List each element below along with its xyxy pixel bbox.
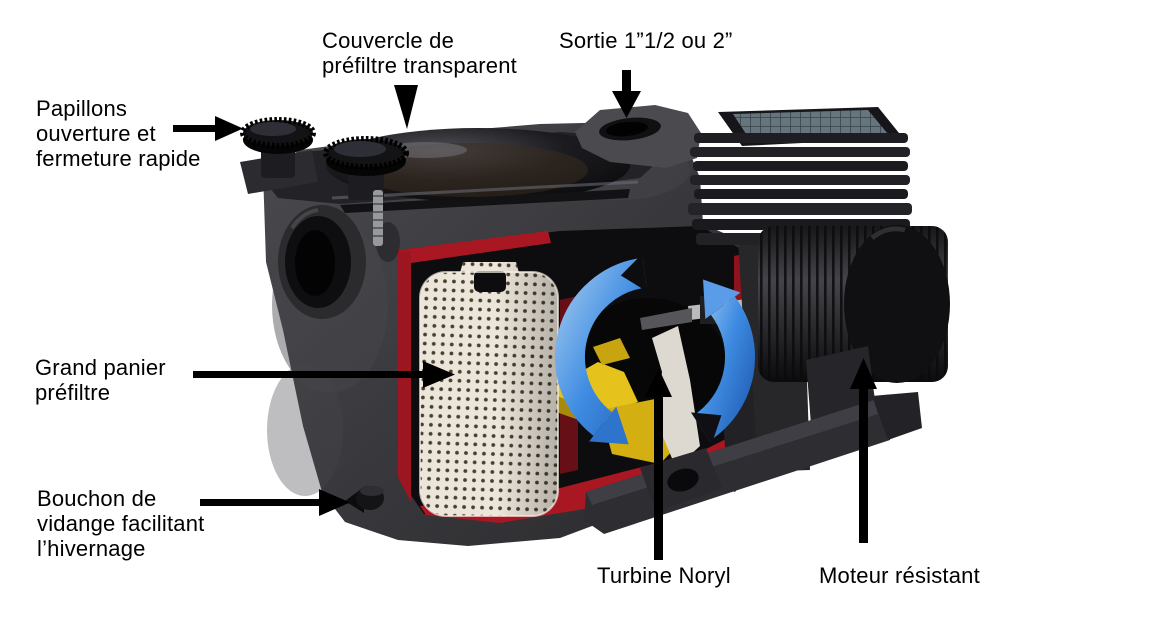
- label-moteur: Moteur résistant: [819, 563, 980, 588]
- down-arrow-icon: [394, 85, 418, 129]
- mounting-hole: [667, 468, 699, 492]
- label-papillons: Papillons ouverture et fermeture rapide: [36, 96, 201, 171]
- label-line: Sortie 1”1/2 ou 2”: [559, 28, 733, 53]
- label-bouchon-vidange: Bouchon de vidange facilitant l’hivernag…: [37, 486, 204, 561]
- right-arrow-icon: [200, 489, 350, 516]
- label-line: fermeture rapide: [36, 146, 201, 171]
- label-grand-panier: Grand panier préfiltre: [35, 355, 166, 405]
- up-arrow-icon: [645, 368, 672, 560]
- label-line: Couvercle de: [322, 28, 455, 53]
- label-couvercle-prefiltre: Couvercle de préfiltre transparent: [322, 28, 517, 78]
- label-line: vidange facilitant: [37, 511, 205, 536]
- up-arrow-icon: [850, 358, 877, 543]
- label-line: préfiltre transparent: [322, 53, 517, 78]
- basket-handle-hole: [474, 271, 506, 292]
- drain-plug: [345, 486, 384, 513]
- down-arrow-icon: [612, 70, 641, 118]
- label-line: Papillons: [36, 96, 128, 121]
- label-line: Grand panier: [35, 355, 166, 380]
- label-line: Bouchon de: [37, 486, 157, 511]
- outlet-port: [575, 105, 701, 168]
- label-line: préfiltre: [35, 380, 111, 405]
- label-line: l’hivernage: [37, 536, 146, 561]
- callout-arrows: [173, 70, 877, 560]
- thumb-knob-right: [323, 136, 409, 246]
- motor-assembly: [688, 107, 950, 472]
- label-turbine: Turbine Noryl: [597, 563, 731, 588]
- diffuser-bracket: [652, 326, 700, 468]
- thumb-knob-left: [240, 117, 316, 178]
- inlet-port: [278, 205, 400, 319]
- label-line: Turbine Noryl: [597, 563, 731, 588]
- motor-fin-box: [688, 107, 912, 245]
- motor-end-cap: [844, 225, 950, 383]
- right-arrow-icon: [193, 361, 455, 388]
- prefilter-basket: [419, 262, 559, 517]
- right-arrow-icon: [173, 116, 243, 141]
- label-sortie: Sortie 1”1/2 ou 2”: [559, 28, 733, 53]
- motor-body: [758, 225, 950, 383]
- label-line: ouverture et: [36, 121, 156, 146]
- water-flow-rotation-icon: [555, 253, 755, 445]
- label-line: Moteur résistant: [819, 563, 980, 588]
